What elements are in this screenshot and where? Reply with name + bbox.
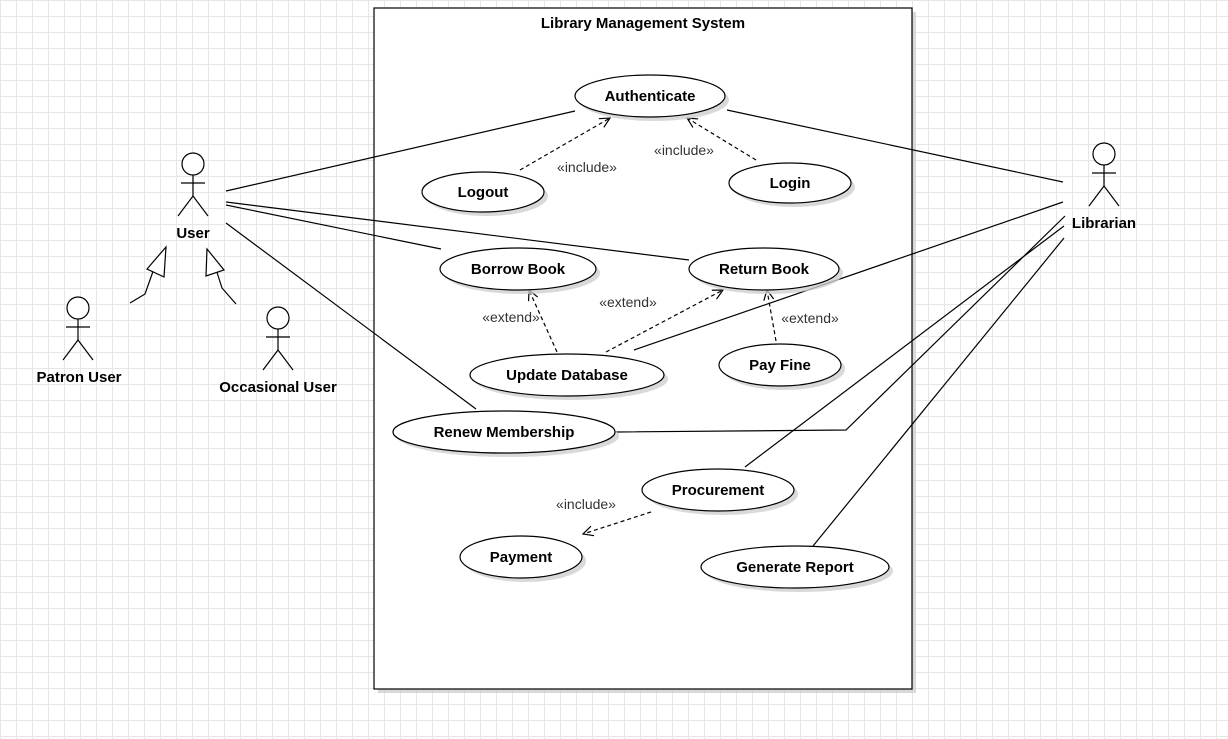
use-case-generate-report[interactable]: Generate Report: [700, 545, 893, 592]
dependencies: [519, 118, 777, 534]
use-case-label: Borrow Book: [471, 261, 566, 278]
dep-updatedb-borrow[interactable]: [529, 290, 558, 353]
actor-user[interactable]: User: [176, 152, 210, 242]
generalization-occasional-user[interactable]: [214, 265, 237, 305]
system-title: Library Management System: [541, 15, 745, 32]
use-case-authenticate[interactable]: Authenticate: [574, 74, 729, 121]
use-case-label: Generate Report: [736, 559, 854, 576]
actor-patron-user[interactable]: Patron User: [36, 296, 122, 386]
dep-logout-authenticate[interactable]: [519, 118, 610, 171]
generalization-head-occasional: [205, 247, 226, 277]
associations: [225, 109, 1066, 547]
assoc-librarian-updatedb[interactable]: [633, 201, 1064, 351]
actor-label: Occasional User: [219, 379, 337, 396]
use-case-label: Login: [770, 175, 811, 192]
use-case-label: Update Database: [506, 367, 628, 384]
use-case-return-book[interactable]: Return Book: [688, 247, 843, 294]
use-case-logout[interactable]: Logout: [421, 171, 548, 216]
generalization-head-patron: [146, 245, 167, 278]
actor-label: Patron User: [36, 369, 121, 386]
relation-labels: «include» «include» «extend» «extend» «e…: [482, 142, 839, 512]
dep-payfine-return[interactable]: [767, 290, 777, 342]
actor-label: User: [176, 225, 210, 242]
label-procurement-include: «include»: [556, 496, 616, 512]
stick-figure-icon: [1088, 142, 1120, 207]
label-payfine-extend: «extend»: [781, 310, 839, 326]
use-case-payment[interactable]: Payment: [459, 535, 586, 582]
stick-figure-icon: [262, 306, 294, 371]
use-case-pay-fine[interactable]: Pay Fine: [718, 343, 845, 390]
label-login-include: «include»: [654, 142, 714, 158]
stick-figure-icon: [177, 152, 209, 217]
assoc-user-authenticate[interactable]: [225, 110, 576, 192]
assoc-librarian-renew[interactable]: [615, 215, 1066, 433]
use-case-update-database[interactable]: Update Database: [469, 353, 668, 400]
assoc-librarian-authenticate[interactable]: [726, 109, 1064, 183]
stick-figure-icon: [62, 296, 94, 361]
label-update-return-extend: «extend»: [599, 294, 657, 310]
assoc-user-return[interactable]: [225, 201, 690, 261]
actor-label: Librarian: [1072, 215, 1136, 232]
use-case-label: Authenticate: [605, 88, 696, 105]
dep-updatedb-return[interactable]: [605, 290, 723, 353]
label-logout-include: «include»: [557, 159, 617, 175]
actor-occasional-user[interactable]: Occasional User: [219, 306, 337, 396]
use-case-login[interactable]: Login: [728, 162, 855, 207]
use-case-borrow-book[interactable]: Borrow Book: [439, 247, 600, 294]
use-case-label: Payment: [490, 549, 553, 566]
assoc-user-borrow[interactable]: [225, 204, 442, 250]
assoc-librarian-procurement[interactable]: [744, 225, 1065, 468]
assoc-librarian-report[interactable]: [812, 237, 1065, 547]
generalizations: [129, 245, 237, 305]
label-update-borrow-extend: «extend»: [482, 309, 540, 325]
use-case-label: Return Book: [719, 261, 810, 278]
use-case-label: Pay Fine: [749, 357, 811, 374]
generalization-patron-user[interactable]: [129, 262, 157, 304]
use-case-label: Renew Membership: [434, 424, 575, 441]
dep-procurement-payment[interactable]: [583, 511, 652, 534]
use-case-renew-membership[interactable]: Renew Membership: [392, 410, 619, 457]
use-case-label: Procurement: [672, 482, 765, 499]
assoc-user-renew[interactable]: [225, 222, 477, 410]
actor-librarian[interactable]: Librarian: [1072, 142, 1136, 232]
use-case-procurement[interactable]: Procurement: [641, 468, 798, 515]
use-case-label: Logout: [458, 184, 509, 201]
